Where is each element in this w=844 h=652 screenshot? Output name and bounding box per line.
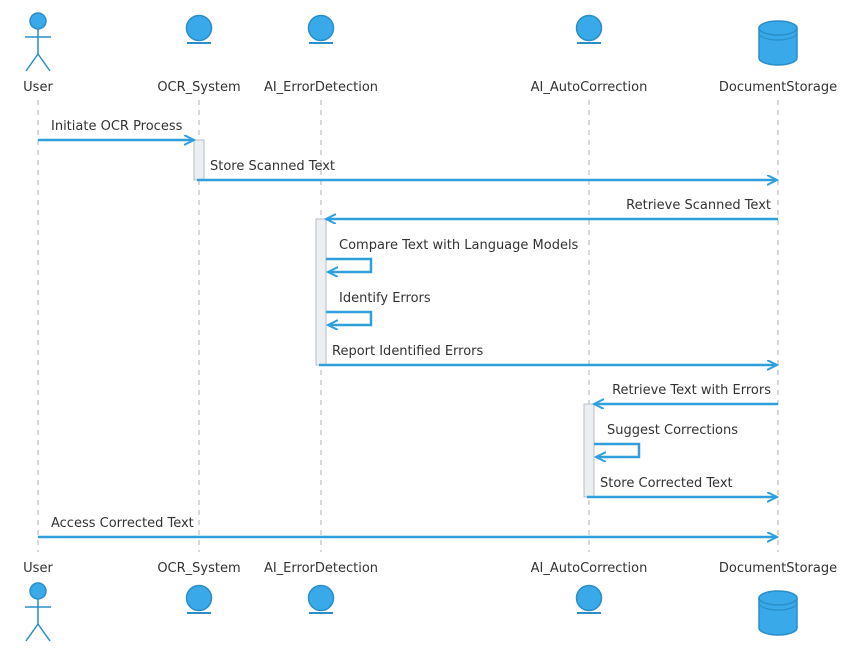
database-icon [758,20,798,66]
participant-correct-bottom: AI_AutoCorrection [531,561,648,614]
message-label: Retrieve Text with Errors [612,383,771,398]
message-label: Report Identified Errors [332,344,484,359]
participant-storage-top: DocumentStorage [719,20,837,95]
message-2: Store Scanned Text [197,159,777,180]
message-label: Compare Text with Language Models [339,238,579,253]
participant-label: User [23,561,53,576]
message-label: Store Corrected Text [600,476,733,491]
participant-heads-top: User OCR_System AI_ErrorDetection AI_AutoCo… [23,12,837,95]
message-7: Retrieve Text with Errors [594,383,778,404]
message-3: Retrieve Scanned Text [326,198,778,219]
message-8: Suggest Corrections [594,423,738,457]
actor-icon [25,12,51,72]
message-label: Identify Errors [339,291,431,306]
message-label: Initiate OCR Process [51,119,183,134]
participant-label: AI_AutoCorrection [531,561,648,576]
message-10: Access Corrected Text [38,516,777,537]
participant-label: DocumentStorage [719,561,837,576]
message-9: Store Corrected Text [587,476,777,497]
message-5: Identify Errors [326,291,431,325]
self-message-arrow [326,310,373,325]
participant-label: AI_ErrorDetection [264,80,378,95]
participant-label: DocumentStorage [719,80,837,95]
activation-bar-ocr [193,139,205,181]
activation-bars [193,139,595,498]
participant-label: AI_ErrorDetection [264,561,378,576]
participant-heads-bottom: User OCR_System AI_ErrorDetection AI_AutoCo… [23,561,837,642]
database-icon [758,590,798,636]
participant-label: OCR_System [157,561,240,576]
entity-icon [575,14,603,44]
entity-icon [307,584,335,614]
entity-icon [307,14,335,44]
participant-ocr-bottom: OCR_System [157,561,241,614]
entity-icon [185,14,213,44]
participant-ocr-top: OCR_System [157,14,241,95]
participant-detect-bottom: AI_ErrorDetection [264,561,378,614]
message-label: Access Corrected Text [51,516,194,531]
activation-bar-correct [583,403,595,498]
participant-label: AI_AutoCorrection [531,80,648,95]
message-4: Compare Text with Language Models [326,238,579,272]
message-1: Initiate OCR Process [38,119,194,140]
self-message-arrow [326,257,373,272]
message-6: Report Identified Errors [319,344,777,365]
message-label: Retrieve Scanned Text [626,198,771,213]
participant-label: OCR_System [157,80,240,95]
participant-storage-bottom: DocumentStorage [719,561,837,636]
participant-user-bottom: User [23,561,53,642]
entity-icon [575,584,603,614]
activation-bar-detect [315,218,327,366]
participant-label: User [23,80,53,95]
participant-correct-top: AI_AutoCorrection [531,14,648,95]
message-label: Store Scanned Text [210,159,335,174]
participant-user-top: User [23,12,53,95]
entity-icon [185,584,213,614]
participant-detect-top: AI_ErrorDetection [264,14,378,95]
message-label: Suggest Corrections [607,423,738,438]
actor-icon [25,582,51,642]
self-message-arrow [594,442,641,457]
